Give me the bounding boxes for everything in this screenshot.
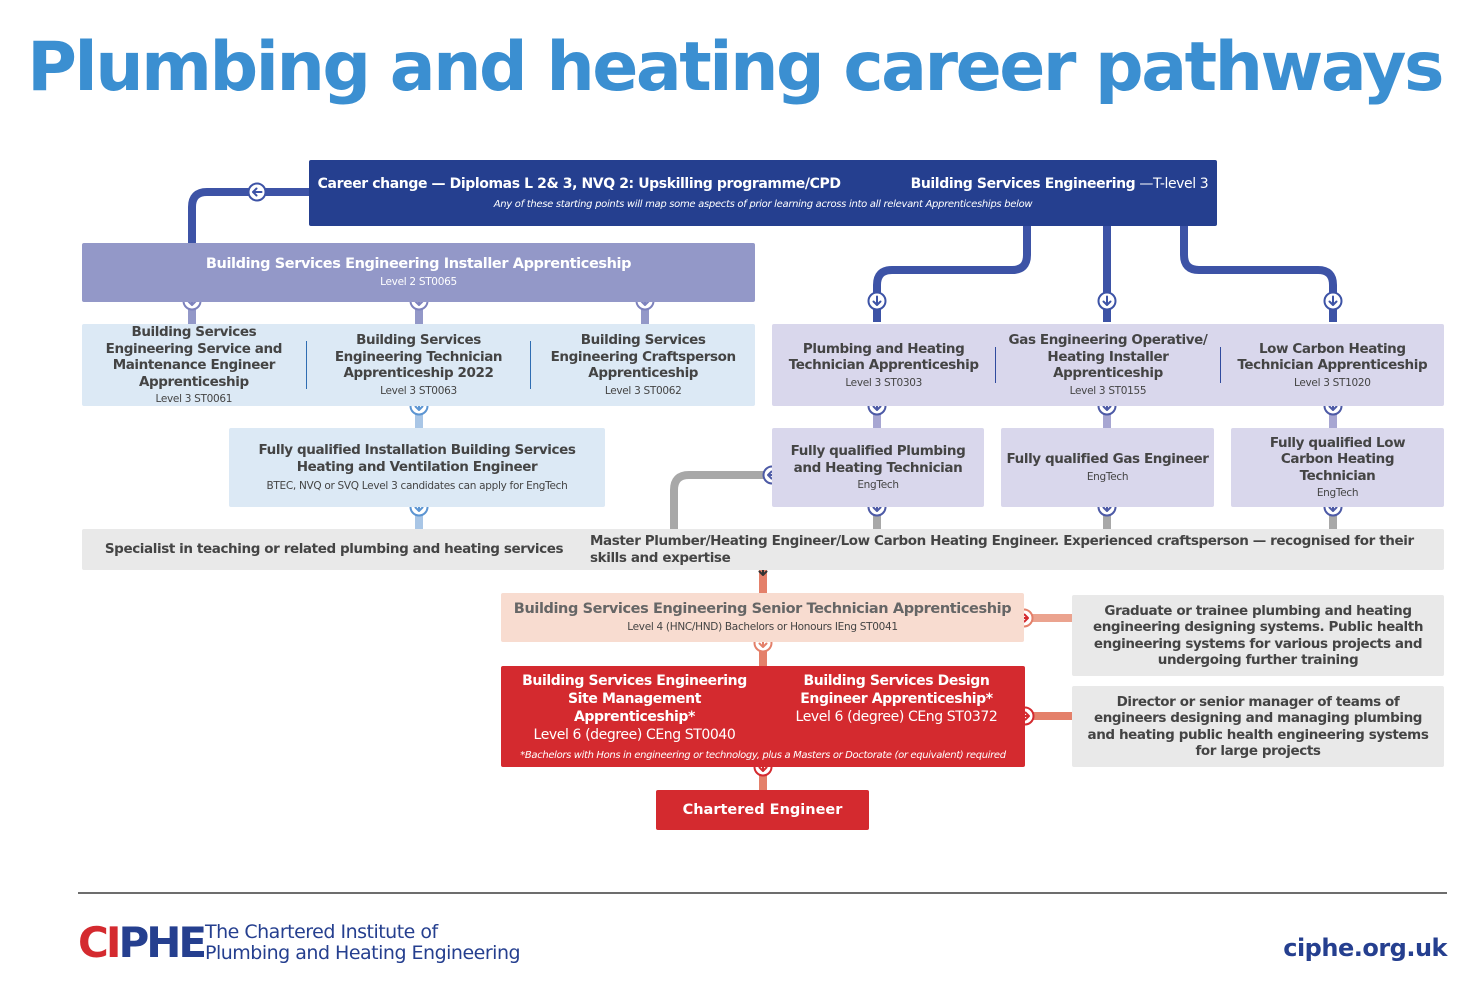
- installer-title: Building Services Engineering Installer …: [205, 256, 632, 272]
- gas-engineering-apprenticeship: Gas Engineering Operative/ Heating Insta…: [1008, 332, 1208, 397]
- qualified-low-carbon-technician: Fully qualified Low Carbon Heating Techn…: [1231, 428, 1444, 507]
- down-arrow-icon: [1097, 291, 1117, 311]
- installer-level: Level 2 ST0065: [380, 276, 457, 288]
- plumbing-heating-technician-apprenticeship: Plumbing and Heating Technician Apprenti…: [788, 340, 979, 389]
- divider: [1219, 346, 1221, 384]
- director-senior-manager-box: Director or senior manager of teams of e…: [1072, 686, 1444, 767]
- chartered-engineer-box: Chartered Engineer: [656, 790, 869, 830]
- starting-points-box: Career change — Diplomas L 2& 3, NVQ 2: …: [309, 160, 1217, 226]
- divider: [995, 346, 997, 384]
- divider: [305, 341, 307, 389]
- specialist-teaching-label: Specialist in teaching or related plumbi…: [104, 541, 564, 558]
- low-carbon-heating-apprenticeship: Low Carbon Heating Technician Apprentice…: [1237, 340, 1428, 389]
- craftsperson-apprenticeship: Building Services Engineering Craftspers…: [550, 332, 737, 397]
- master-plumber-label: Master Plumber/Heating Engineer/Low Carb…: [590, 533, 1414, 566]
- site-management-apprenticeship: Building Services Engineering Site Manag…: [522, 673, 747, 743]
- master-craftsperson-bar: [82, 529, 1444, 570]
- graduate-trainee-box: Graduate or trainee plumbing and heating…: [1072, 595, 1444, 676]
- qualified-plumbing-heating-technician: Fully qualified Plumbing and Heating Tec…: [772, 428, 984, 507]
- service-maintenance-apprenticeship: Building Services Engineering Service an…: [105, 324, 283, 405]
- down-arrow-icon: [1323, 291, 1343, 311]
- ciphe-logo: CIPHE: [78, 918, 207, 967]
- page-title: Plumbing and heating career pathways: [27, 28, 1444, 107]
- website-link[interactable]: ciphe.org.uk: [1283, 934, 1447, 962]
- level3-right-group: Plumbing and Heating Technician Apprenti…: [772, 324, 1444, 406]
- footer-divider: [78, 892, 1447, 894]
- degree-apprenticeships-box: Building Services Engineering Site Manag…: [501, 666, 1025, 767]
- divider: [530, 341, 532, 389]
- qualified-gas-engineer: Fully qualified Gas Engineer EngTech: [1001, 428, 1214, 507]
- institute-name: The Chartered Institute of Plumbing and …: [205, 921, 521, 964]
- installation-engineer-box: Fully qualified Installation Building Se…: [229, 428, 605, 507]
- career-change-label: Career change — Diplomas L 2& 3, NVQ 2: …: [317, 176, 841, 192]
- tlevel-label: Building Services Engineering —T-level 3: [910, 176, 1209, 192]
- prior-learning-note: Any of these starting points will map so…: [493, 199, 1033, 210]
- design-engineer-apprenticeship: Building Services Design Engineer Appren…: [795, 673, 998, 725]
- down-arrow-icon: [867, 291, 887, 311]
- installer-apprenticeship-box: Building Services Engineering Installer …: [82, 243, 755, 302]
- senior-technician-apprenticeship: Building Services Engineering Senior Tec…: [501, 593, 1024, 642]
- degree-requirement-note: *Bachelors with Hons in engineering or t…: [520, 750, 1006, 761]
- level3-left-group: Building Services Engineering Service an…: [82, 324, 755, 406]
- left-arrow-icon: [247, 182, 267, 202]
- technician-apprenticeship-2022: Building Services Engineering Technician…: [334, 332, 503, 397]
